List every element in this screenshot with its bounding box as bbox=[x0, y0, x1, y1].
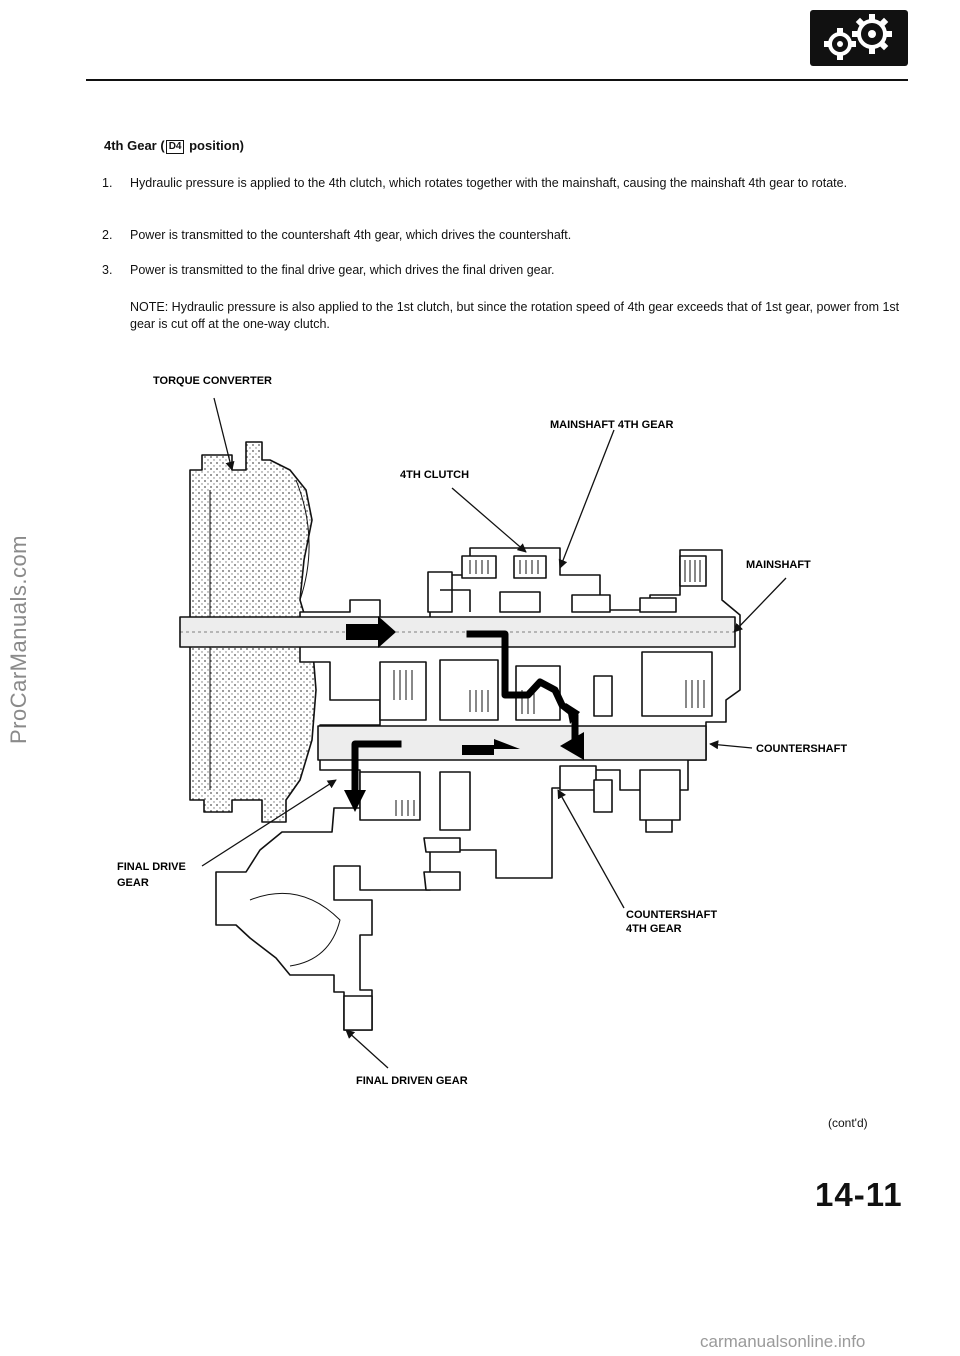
heading-suffix: position) bbox=[185, 138, 244, 153]
label-countershaft-4th-gear-line2: 4TH GEAR bbox=[626, 923, 682, 935]
heading-prefix: 4th Gear ( bbox=[104, 138, 165, 153]
step-number: 1. bbox=[102, 176, 113, 190]
label-countershaft-4th-gear: COUNTERSHAFT bbox=[626, 909, 717, 921]
label-mainshaft-4th-gear: MAINSHAFT 4TH GEAR bbox=[550, 419, 674, 431]
leader-final-driven-gear bbox=[345, 1029, 389, 1069]
gears-icon bbox=[810, 10, 908, 66]
transmission-case bbox=[215, 547, 741, 1031]
top-rule bbox=[86, 79, 908, 81]
step-number: 3. bbox=[102, 263, 113, 277]
label-final-drive-gear-line2: GEAR bbox=[117, 877, 149, 889]
section-heading: 4th Gear (D4 position) bbox=[104, 138, 244, 154]
continued-marker: (cont'd) bbox=[828, 1116, 868, 1130]
page-number: 14-11 bbox=[815, 1176, 903, 1213]
step-text: Hydraulic pressure is applied to the 4th… bbox=[130, 176, 848, 190]
note-paragraph: NOTE: Hydraulic pressure is also applied… bbox=[130, 300, 900, 331]
step-text: Power is transmitted to the countershaft… bbox=[130, 228, 572, 242]
label-countershaft: COUNTERSHAFT bbox=[756, 743, 847, 755]
step-number: 2. bbox=[102, 228, 113, 242]
label-mainshaft: MAINSHAFT bbox=[746, 559, 811, 571]
label-torque-converter: TORQUE CONVERTER bbox=[153, 375, 272, 387]
label-4th-clutch: 4TH CLUTCH bbox=[400, 469, 469, 481]
transmission-diagram: TORQUE CONVERTER MAINSHAFT 4TH GEAR 4TH … bbox=[117, 375, 847, 1087]
leader-4th-clutch bbox=[451, 487, 527, 553]
leader-mainshaft-4th-gear bbox=[558, 429, 615, 569]
leader-mainshaft bbox=[733, 577, 787, 633]
leader-torque-converter bbox=[213, 397, 235, 471]
footer-watermark: carmanualsonline.info bbox=[700, 1332, 866, 1351]
label-final-drive-gear: FINAL DRIVE bbox=[117, 861, 186, 873]
leader-final-drive-gear bbox=[201, 779, 337, 867]
leader-countershaft-4th-gear bbox=[557, 789, 625, 909]
leader-countershaft bbox=[709, 740, 753, 750]
label-final-driven-gear: FINAL DRIVEN GEAR bbox=[356, 1075, 468, 1087]
range-symbol: D4 bbox=[165, 140, 185, 154]
step-text: Power is transmitted to the final drive … bbox=[130, 263, 555, 277]
